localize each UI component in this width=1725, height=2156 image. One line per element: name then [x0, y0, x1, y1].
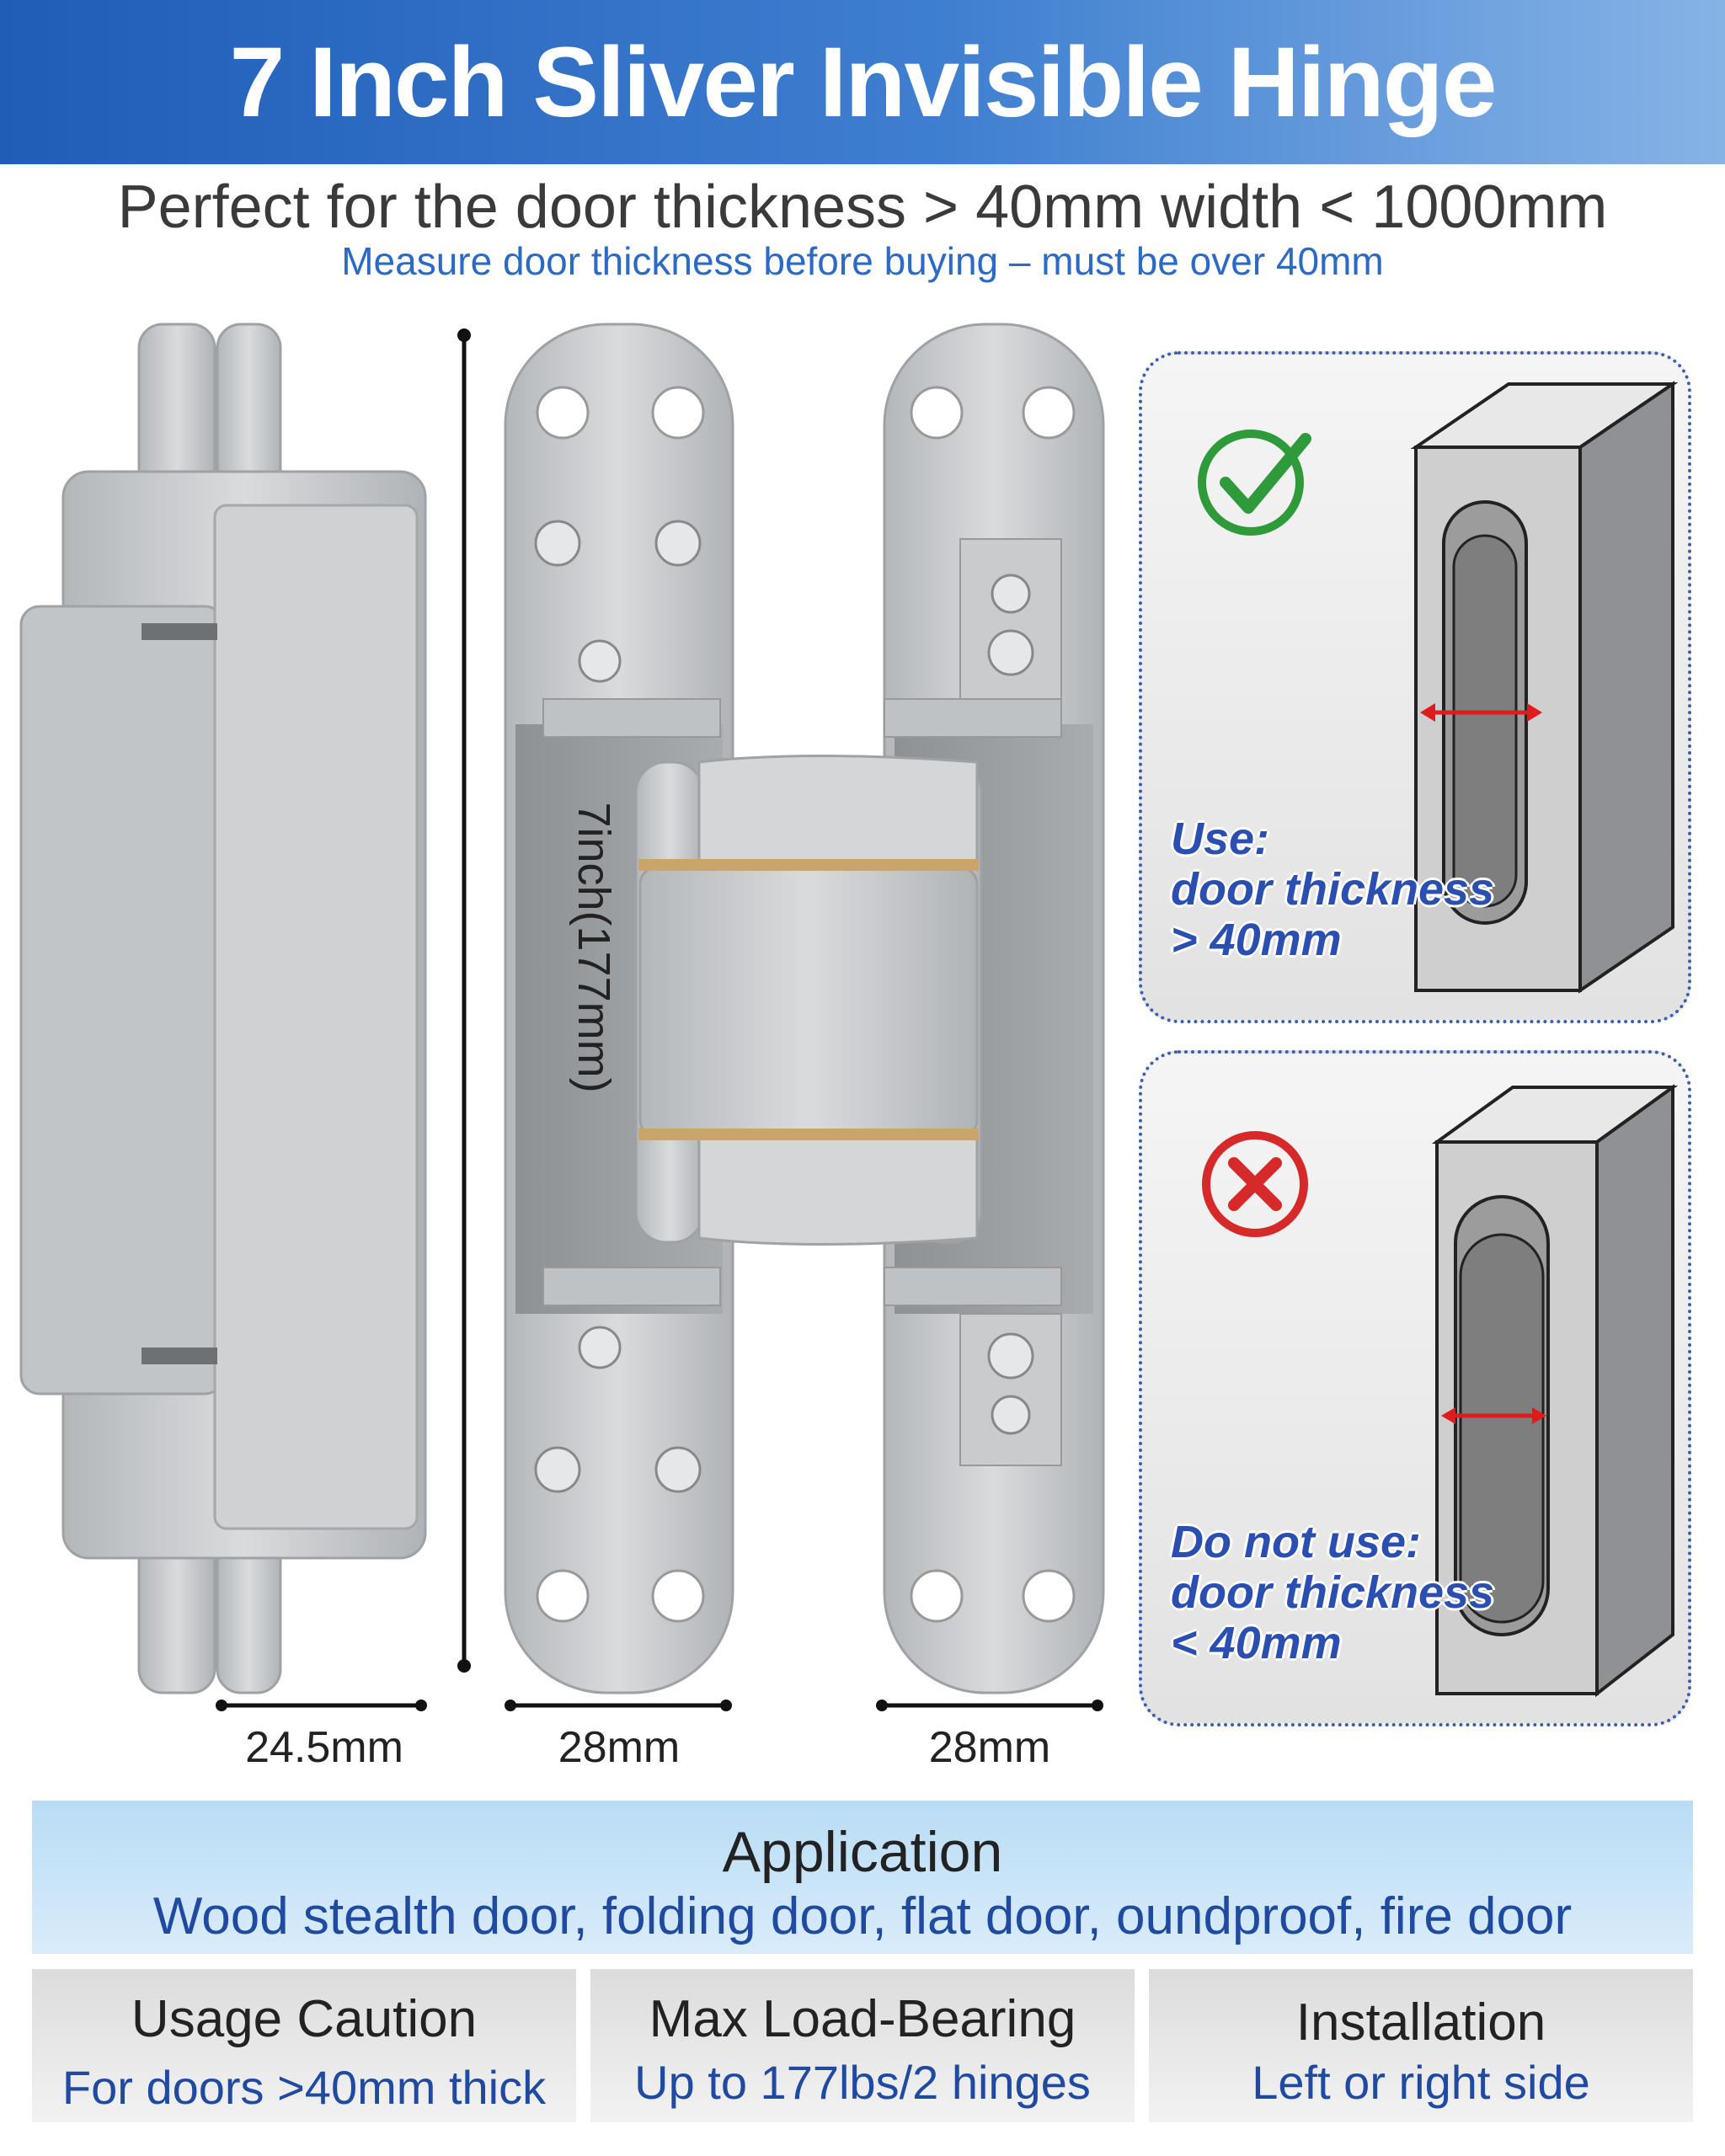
feature-card-load: Max Load-Bearing Up to 177lbs/2 hinges — [590, 1969, 1135, 2122]
do-not-use-panel: Do not use: door thickness < 40mm — [1139, 1050, 1691, 1726]
hinge-knuckle — [634, 755, 983, 1246]
card-title: Max Load-Bearing — [649, 1990, 1076, 2048]
do-not-use-line3: < 40mm — [1171, 1618, 1342, 1668]
application-title: Application — [722, 1820, 1003, 1884]
feature-card-installation: Installation Left or right side — [1149, 1969, 1693, 2122]
hinge-front-right-plate — [883, 323, 1105, 1694]
use-line2: door thickness — [1171, 864, 1495, 915]
page-title: 7 Inch Sliver Invisible Hinge — [229, 26, 1498, 138]
use-line1: Use: — [1171, 814, 1270, 864]
do-not-use-line1: Do not use: — [1171, 1517, 1421, 1567]
card-text: Left or right side — [1252, 2056, 1590, 2109]
check-icon — [1196, 422, 1314, 540]
right-plate-width-label: 28mm — [928, 1723, 1051, 1772]
card-title: Usage Caution — [131, 1990, 478, 2048]
measure-note: Measure door thickness before buying – m… — [341, 239, 1384, 283]
application-box — [32, 1801, 1693, 1954]
do-not-use-line2: door thickness — [1171, 1567, 1495, 1618]
use-line3: > 40mm — [1171, 915, 1342, 965]
subtitle: Perfect for the door thickness > 40mm wi… — [117, 173, 1608, 241]
card-text: For doors >40mm thick — [61, 2061, 547, 2114]
hinge-side-view — [19, 323, 427, 1694]
card-title: Installation — [1295, 1993, 1546, 2052]
use-panel: Use: door thickness > 40mm — [1139, 351, 1691, 1023]
side-width-label: 24.5mm — [245, 1723, 403, 1772]
left-plate-width-label: 28mm — [558, 1723, 681, 1772]
feature-card-caution: Usage Caution For doors >40mm thick — [32, 1969, 576, 2122]
door-diagram-thin — [1431, 1084, 1679, 1698]
door-diagram-thick — [1410, 381, 1679, 994]
card-text: Up to 177lbs/2 hinges — [634, 2056, 1091, 2109]
x-icon — [1196, 1125, 1314, 1243]
width-dimension-lines — [216, 1700, 1103, 1711]
title-banner — [0, 0, 1725, 164]
application-text: Wood stealth door, folding door, flat do… — [152, 1887, 1573, 1945]
height-label: 7inch(177mm) — [569, 802, 619, 1093]
